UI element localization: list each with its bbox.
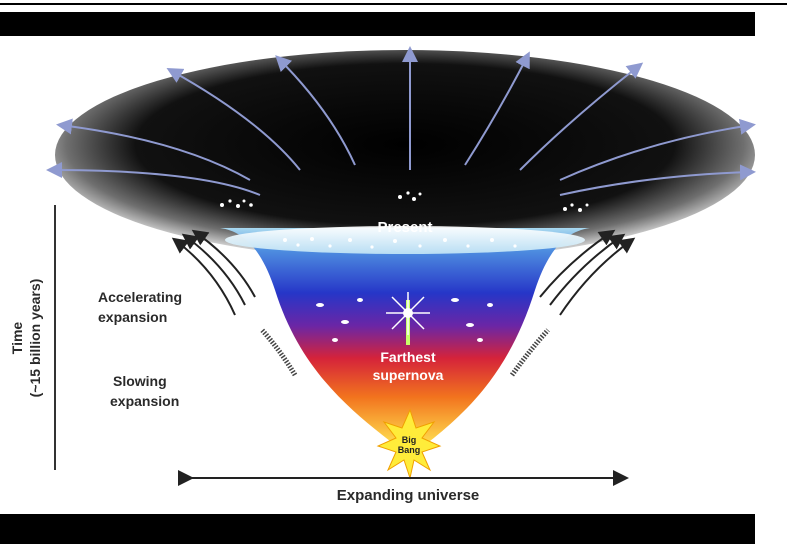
- top-black-bar: [0, 12, 755, 36]
- time-funnel: [220, 228, 590, 445]
- farthest-label-1: Farthest: [380, 349, 436, 365]
- present-label: Present: [377, 219, 432, 236]
- expansion-arrows-outer: [46, 46, 756, 196]
- farthest-label-2: supernova: [373, 367, 444, 383]
- present-galaxies: [283, 237, 517, 249]
- supernova-icon: [386, 292, 430, 345]
- funnel-rim: [225, 226, 585, 254]
- slowing-label-1: Slowing: [113, 373, 167, 389]
- expanding-universe-label: Expanding universe: [337, 487, 480, 504]
- accelerating-arrows-left: [171, 229, 256, 316]
- big-bang-label-2: Bang: [398, 445, 421, 455]
- top-rule: [0, 3, 787, 5]
- accelerating-label-2: expansion: [98, 309, 167, 325]
- slowing-arrows: [260, 328, 550, 377]
- accelerating-arrows-right: [539, 229, 636, 316]
- slowing-label-2: expansion: [110, 393, 179, 409]
- galaxy-clusters: [220, 191, 589, 212]
- big-bang-label-1: Big: [402, 435, 417, 445]
- accelerating-label-1: Accelerating: [98, 289, 182, 305]
- time-axis-label-1: Time: [9, 322, 25, 355]
- present-universe-disk: [55, 50, 755, 260]
- bottom-black-bar: [0, 514, 755, 544]
- time-axis-label-2: (~15 billion years): [27, 279, 43, 398]
- early-galaxies: [316, 298, 493, 342]
